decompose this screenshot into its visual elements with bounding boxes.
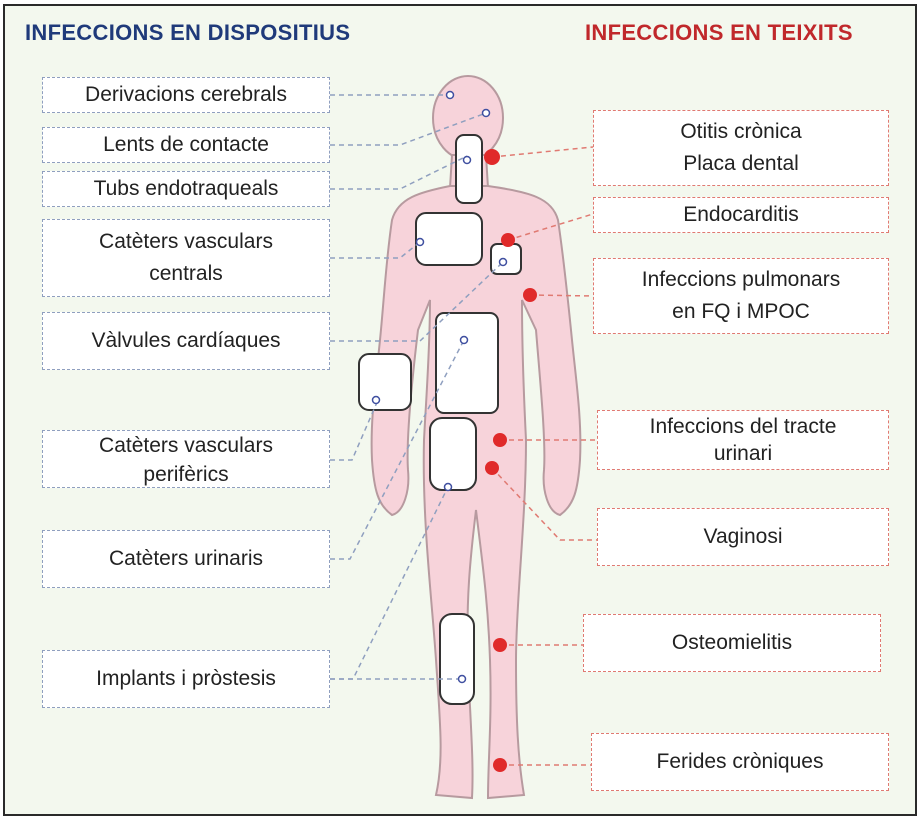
tissue-label-chronic-wounds: Ferides cròniques xyxy=(591,733,889,791)
device-label-peripheral-catheters: Catèters vasculars perifèrics xyxy=(42,430,330,488)
device-label-heart-valves: Vàlvules cardíaques xyxy=(42,312,330,370)
device-label-brain-shunts: Derivacions cerebrals xyxy=(42,77,330,113)
label-line: Catèters urinaris xyxy=(109,543,263,575)
label-line: urinari xyxy=(714,441,772,467)
device-label-endotracheal-tubes: Tubs endotraqueals xyxy=(42,171,330,207)
label-line: Ferides cròniques xyxy=(657,746,824,778)
label-line: Lents de contacte xyxy=(103,129,269,161)
label-line: Osteomielitis xyxy=(672,627,792,659)
knee-implant-inset xyxy=(440,614,474,704)
peripheral-catheter-inset xyxy=(359,354,411,410)
label-line: Endocarditis xyxy=(683,199,799,231)
label-line: Otitis crònica xyxy=(680,116,801,148)
label-line: Tubs endotraqueals xyxy=(94,173,279,205)
label-line: Infeccions del tracte xyxy=(650,413,837,441)
tissue-label-urinary-tract-infections: Infeccions del tracte urinari xyxy=(597,410,889,470)
devices-title: INFECCIONS EN DISPOSITIUS xyxy=(25,20,350,46)
label-line: Infeccions pulmonars xyxy=(642,264,840,296)
endotracheal-tube-inset xyxy=(456,135,482,203)
label-line: en FQ i MPOC xyxy=(672,296,810,328)
label-line: Derivacions cerebrals xyxy=(85,79,287,111)
device-label-central-catheters: Catèters vasculars centrals xyxy=(42,219,330,297)
tissue-label-osteomyelitis: Osteomielitis xyxy=(583,614,881,672)
label-line: Vàlvules cardíaques xyxy=(91,325,280,357)
label-line: Implants i pròstesis xyxy=(96,663,276,695)
label-line: Catèters vasculars xyxy=(99,226,273,258)
device-label-implants-prostheses: Implants i pròstesis xyxy=(42,650,330,708)
tissue-label-otitis-dental-plaque: Otitis crònica Placa dental xyxy=(593,110,889,186)
label-line: Catèters vasculars xyxy=(99,430,273,462)
label-line: perifèrics xyxy=(143,462,228,488)
label-line: centrals xyxy=(149,258,223,290)
tissues-title: INFECCIONS EN TEIXITS xyxy=(585,20,853,46)
central-catheter-inset xyxy=(416,213,482,265)
device-label-contact-lenses: Lents de contacte xyxy=(42,127,330,163)
label-line: Placa dental xyxy=(683,148,799,180)
tissue-label-endocarditis: Endocarditis xyxy=(593,197,889,233)
tissue-label-lung-infections: Infeccions pulmonars en FQ i MPOC xyxy=(593,258,889,334)
device-label-urinary-catheters: Catèters urinaris xyxy=(42,530,330,588)
urinary-catheter-inset xyxy=(436,313,498,413)
label-line: Vaginosi xyxy=(704,521,783,553)
hip-prosthesis-inset xyxy=(430,418,476,490)
tissue-label-vaginosis: Vaginosi xyxy=(597,508,889,566)
